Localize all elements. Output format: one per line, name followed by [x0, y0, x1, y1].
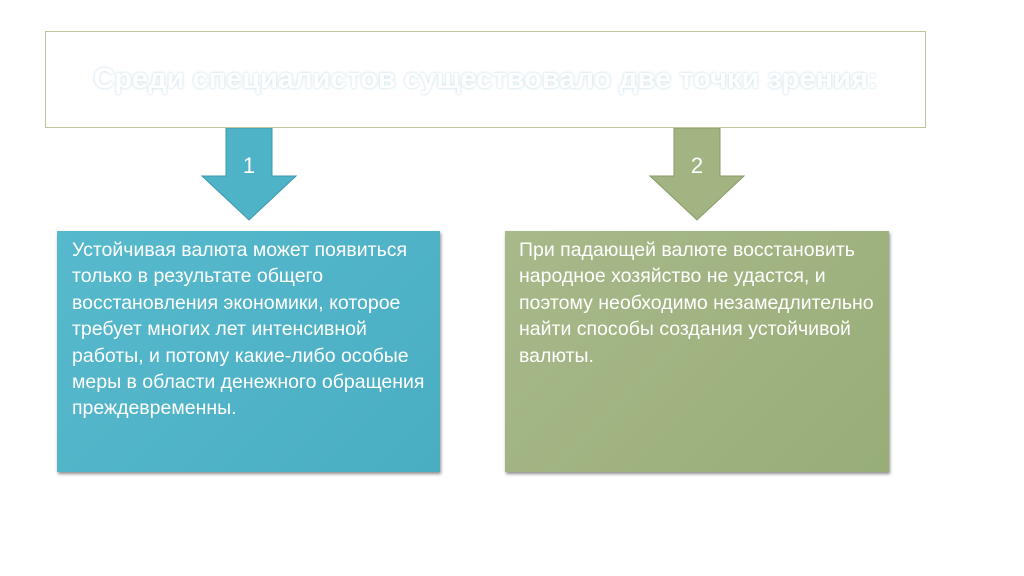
- viewpoint-card-1: Устойчивая валюта может появиться только…: [57, 231, 440, 472]
- viewpoint-text-1: Устойчивая валюта может появиться только…: [72, 239, 425, 420]
- arrow-down-icon: [200, 128, 298, 221]
- viewpoint-card-2: При падающей валюте восстановить народно…: [505, 231, 889, 472]
- title-box: Среди специалистов существовало две точк…: [45, 31, 926, 128]
- arrow-down-1: 1: [200, 128, 298, 221]
- branch-number-1: 1: [242, 153, 256, 178]
- arrow-down-2: 2: [648, 128, 746, 221]
- branch-number-2: 2: [690, 153, 704, 178]
- slide-title: Среди специалистов существовало две точк…: [93, 63, 878, 95]
- arrow-down-icon: [648, 128, 746, 221]
- viewpoint-text-2: При падающей валюте восстановить народно…: [519, 239, 874, 367]
